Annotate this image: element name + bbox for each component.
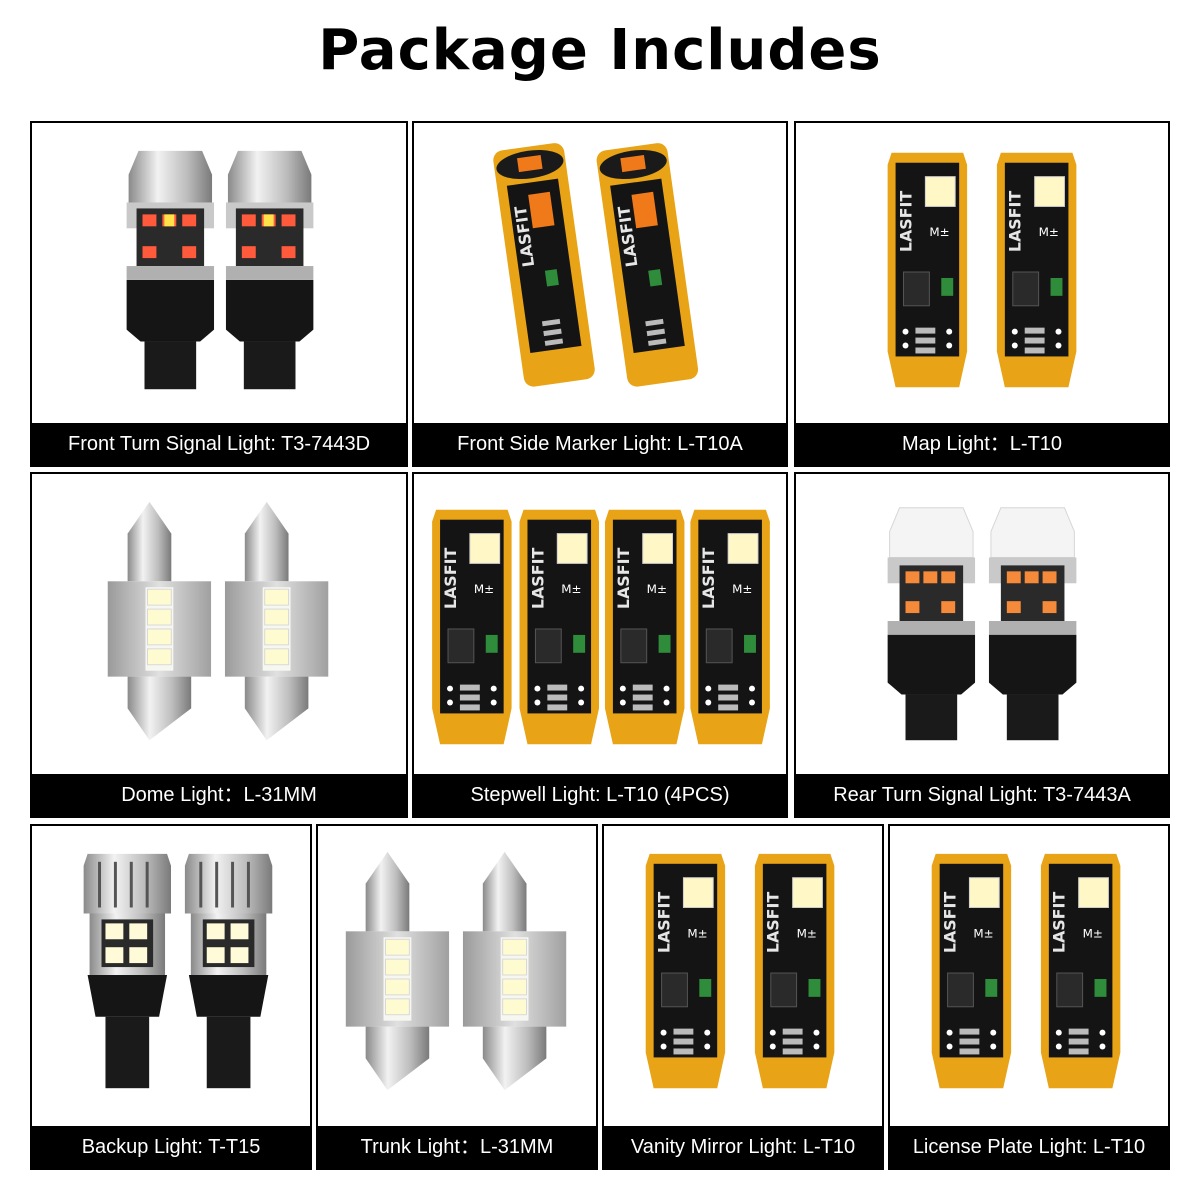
product-label: License Plate Light: L-T10 bbox=[890, 1126, 1168, 1168]
product-card-rear-turn-signal: Rear Turn Signal Light: T3-7443A bbox=[794, 472, 1170, 818]
product-card-map-light: Map Light：L-T10 bbox=[794, 121, 1170, 467]
page-title: Package Includes bbox=[318, 18, 882, 83]
product-label: Stepwell Light: L-T10 (4PCS) bbox=[414, 774, 786, 816]
t10-led-bulb-icon bbox=[604, 826, 882, 1126]
t10-led-bulb-icon bbox=[414, 474, 786, 774]
product-label: Map Light：L-T10 bbox=[796, 423, 1168, 465]
product-card-front-turn-signal: Front Turn Signal Light: T3-7443D bbox=[30, 121, 408, 467]
product-label: Backup Light: T-T15 bbox=[32, 1126, 310, 1168]
festoon-bulb-icon bbox=[318, 826, 596, 1126]
product-label: Front Turn Signal Light: T3-7443D bbox=[32, 423, 406, 465]
t10-led-bulb-icon bbox=[890, 826, 1168, 1126]
product-label: Front Side Marker Light: L-T10A bbox=[414, 423, 786, 465]
t10-amber-led-bulb-icon bbox=[414, 123, 786, 423]
wedge-bulb-red-led-icon bbox=[32, 123, 406, 423]
t10-led-bulb-icon bbox=[796, 123, 1168, 423]
product-label: Dome Light：L-31MM bbox=[32, 774, 406, 816]
festoon-bulb-icon bbox=[32, 474, 406, 774]
product-card-dome-light: Dome Light：L-31MM bbox=[30, 472, 408, 818]
product-card-backup-light: Backup Light: T-T15 bbox=[30, 824, 312, 1170]
product-card-front-side-marker: Front Side Marker Light: L-T10A bbox=[412, 121, 788, 467]
product-label: Trunk Light：L-31MM bbox=[318, 1126, 596, 1168]
product-card-trunk-light: Trunk Light：L-31MM bbox=[316, 824, 598, 1170]
wedge-bulb-amber-led-icon bbox=[796, 474, 1168, 774]
product-card-license-plate-light: License Plate Light: L-T10 bbox=[888, 824, 1170, 1170]
t15-backup-bulb-icon bbox=[32, 826, 310, 1126]
product-card-vanity-mirror-light: Vanity Mirror Light: L-T10 bbox=[602, 824, 884, 1170]
product-label: Vanity Mirror Light: L-T10 bbox=[604, 1126, 882, 1168]
product-label: Rear Turn Signal Light: T3-7443A bbox=[796, 774, 1168, 816]
product-card-stepwell-light: Stepwell Light: L-T10 (4PCS) bbox=[412, 472, 788, 818]
